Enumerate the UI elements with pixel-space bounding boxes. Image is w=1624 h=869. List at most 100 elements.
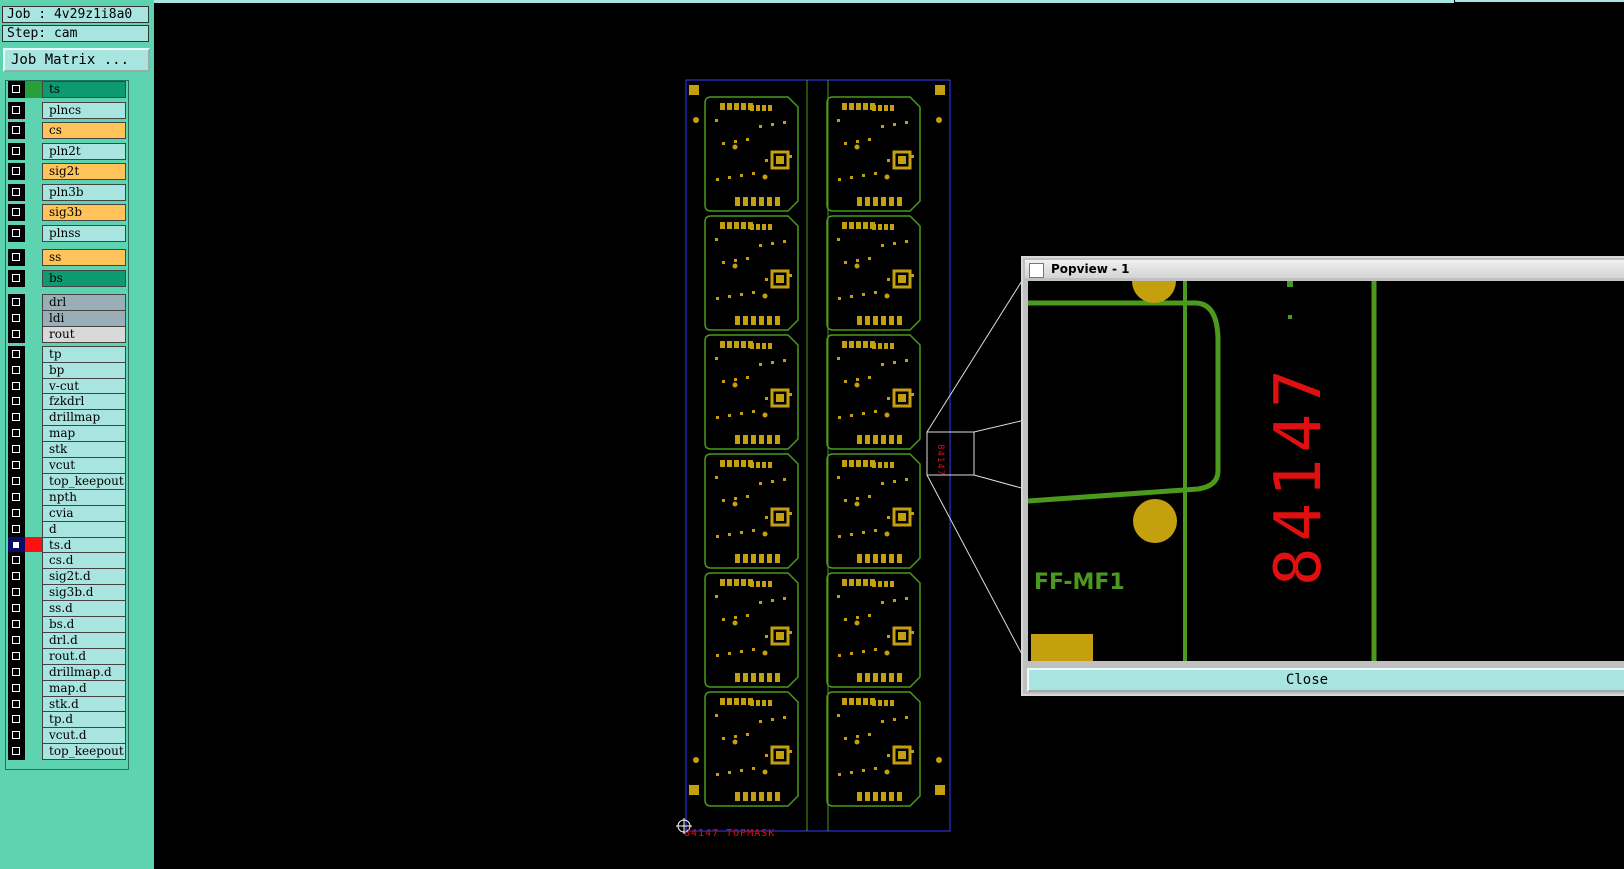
layer-name[interactable]: drillmap.d	[42, 663, 126, 681]
layer-color-swatch[interactable]	[25, 101, 42, 119]
layer-checkbox[interactable]	[8, 361, 25, 379]
layer-row-tp-d[interactable]: tp.d	[8, 711, 126, 729]
layer-name[interactable]: tp	[42, 345, 126, 363]
layer-name[interactable]: bs	[42, 269, 126, 287]
layer-color-swatch[interactable]	[25, 163, 42, 180]
layer-row-tp[interactable]: tp	[8, 345, 126, 363]
layer-row-top-keepout[interactable]: top_keepout	[8, 743, 126, 761]
layer-checkbox[interactable]	[8, 584, 25, 602]
layer-checkbox[interactable]	[8, 631, 25, 649]
layer-color-swatch[interactable]	[25, 409, 42, 427]
layer-checkbox[interactable]	[8, 616, 25, 633]
layer-color-swatch[interactable]	[25, 361, 42, 379]
layer-color-swatch[interactable]	[25, 377, 42, 395]
popview-canvas[interactable]: 84147 FF-MF1	[1028, 281, 1624, 661]
layer-color-swatch[interactable]	[25, 269, 42, 287]
layer-row-bs[interactable]: bs	[8, 269, 126, 287]
layer-color-swatch[interactable]	[25, 249, 42, 266]
layer-row-ss-d[interactable]: ss.d	[8, 600, 126, 618]
layer-checkbox[interactable]	[8, 269, 25, 287]
layer-name[interactable]: rout.d	[42, 647, 126, 665]
layer-row-top-keepout[interactable]: top_keepout	[8, 472, 126, 490]
layer-row-vcut[interactable]: vcut	[8, 457, 126, 474]
layer-name[interactable]: cs	[42, 122, 126, 139]
layer-name[interactable]: stk	[42, 441, 126, 459]
layer-name[interactable]: d	[42, 520, 126, 538]
layer-color-swatch[interactable]	[25, 520, 42, 538]
layer-checkbox[interactable]	[8, 425, 25, 443]
layer-color-swatch[interactable]	[25, 695, 42, 713]
layer-checkbox[interactable]	[8, 695, 25, 713]
layer-checkbox[interactable]	[8, 711, 25, 729]
layer-checkbox[interactable]	[8, 249, 25, 266]
layer-name[interactable]: bp	[42, 361, 126, 379]
layer-name[interactable]: sig2t.d	[42, 568, 126, 586]
popview-close-button[interactable]: Close	[1027, 668, 1624, 692]
layer-color-swatch[interactable]	[25, 584, 42, 602]
layer-color-swatch[interactable]	[25, 142, 42, 160]
layer-name[interactable]: sig3b	[42, 204, 126, 221]
popview-title-bar[interactable]: Popview - 1	[1025, 260, 1624, 278]
layer-checkbox[interactable]	[8, 457, 25, 474]
layer-row-cs[interactable]: cs	[8, 122, 126, 139]
popview-window[interactable]: Popview - 1 84147 FF-MF1 Close	[1021, 256, 1624, 696]
layer-color-swatch[interactable]	[25, 472, 42, 490]
layer-color-swatch[interactable]	[25, 743, 42, 761]
layer-color-swatch[interactable]	[25, 457, 42, 474]
layer-row-map-d[interactable]: map.d	[8, 679, 126, 697]
layer-color-swatch[interactable]	[25, 425, 42, 443]
layer-color-swatch[interactable]	[25, 679, 42, 697]
layer-checkbox[interactable]	[8, 647, 25, 665]
layer-color-swatch[interactable]	[25, 600, 42, 618]
layer-row-pln2t[interactable]: pln2t	[8, 142, 126, 160]
layer-color-swatch[interactable]	[25, 711, 42, 729]
layer-name[interactable]: sig2t	[42, 163, 126, 180]
layer-row-drillmap-d[interactable]: drillmap.d	[8, 663, 126, 681]
layer-color-swatch[interactable]	[25, 536, 42, 554]
layer-name[interactable]: bs.d	[42, 616, 126, 633]
layer-checkbox[interactable]	[8, 393, 25, 411]
layer-name[interactable]: stk.d	[42, 695, 126, 713]
layer-checkbox[interactable]	[8, 204, 25, 221]
layer-checkbox[interactable]	[8, 520, 25, 538]
layer-row-bs-d[interactable]: bs.d	[8, 616, 126, 633]
layer-checkbox[interactable]	[8, 568, 25, 586]
layer-color-swatch[interactable]	[25, 552, 42, 570]
layer-checkbox[interactable]	[8, 679, 25, 697]
layer-name[interactable]: ts.d	[42, 536, 126, 554]
layer-color-swatch[interactable]	[25, 631, 42, 649]
layer-row-sig3b-d[interactable]: sig3b.d	[8, 584, 126, 602]
layer-row-fzkdrl[interactable]: fzkdrl	[8, 393, 126, 411]
layer-color-swatch[interactable]	[25, 616, 42, 633]
layer-row-ss[interactable]: ss	[8, 249, 126, 266]
layer-row-bp[interactable]: bp	[8, 361, 126, 379]
layer-row-npth[interactable]: npth	[8, 488, 126, 506]
layer-row-cs-d[interactable]: cs.d	[8, 552, 126, 570]
layer-checkbox[interactable]	[8, 309, 25, 327]
layer-row-plnss[interactable]: plnss	[8, 224, 126, 242]
layer-name[interactable]: sig3b.d	[42, 584, 126, 602]
layer-name[interactable]: ss.d	[42, 600, 126, 618]
layer-name[interactable]: map	[42, 425, 126, 443]
job-matrix-button[interactable]: Job Matrix ...	[3, 48, 150, 72]
layer-row-rout[interactable]: rout	[8, 325, 126, 343]
layer-row-drillmap[interactable]: drillmap	[8, 409, 126, 427]
layer-row-ts-d[interactable]: ts.d	[8, 536, 126, 554]
layer-color-swatch[interactable]	[25, 309, 42, 327]
layer-name[interactable]: drl	[42, 294, 126, 311]
layer-row-drl-d[interactable]: drl.d	[8, 631, 126, 649]
layer-row-stk[interactable]: stk	[8, 441, 126, 459]
layer-checkbox[interactable]	[8, 552, 25, 570]
layer-row-rout-d[interactable]: rout.d	[8, 647, 126, 665]
layer-color-swatch[interactable]	[25, 393, 42, 411]
layer-row-drl[interactable]: drl	[8, 294, 126, 311]
layer-name[interactable]: ss	[42, 249, 126, 266]
layer-checkbox[interactable]	[8, 441, 25, 459]
layer-row-stk-d[interactable]: stk.d	[8, 695, 126, 713]
layer-name[interactable]: pln2t	[42, 142, 126, 160]
layer-checkbox[interactable]	[8, 488, 25, 506]
layer-color-swatch[interactable]	[25, 122, 42, 139]
layer-row-pln3b[interactable]: pln3b	[8, 183, 126, 201]
layer-color-swatch[interactable]	[25, 183, 42, 201]
layer-checkbox[interactable]	[8, 325, 25, 343]
